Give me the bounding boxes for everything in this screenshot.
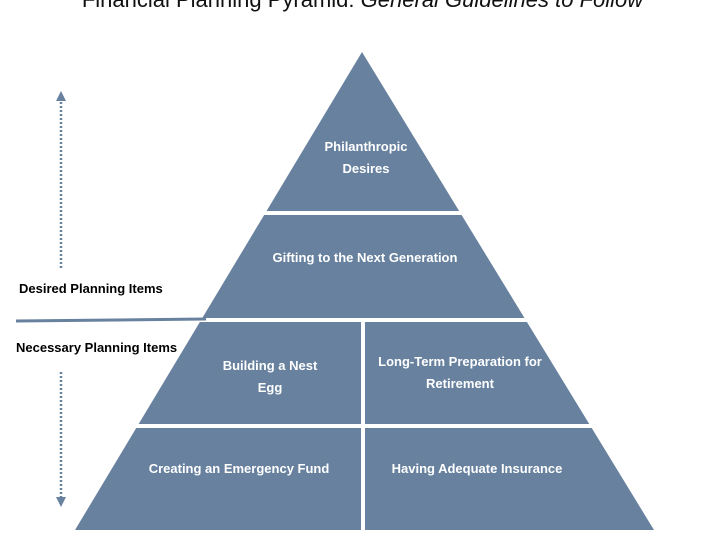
block-philanthropic-desires: Philanthropic Desires: [324, 139, 408, 176]
necessary-planning-label: Necessary Planning Items: [16, 340, 178, 355]
block-gifting: Gifting to the Next Generation: [272, 250, 458, 265]
title-main: Financial Planning Pyramid:: [82, 0, 355, 12]
planning-separator-line: [15, 317, 207, 323]
block-retirement: Long-Term Preparation for Retirement: [378, 354, 542, 391]
block-nest-egg: Building a Nest Egg: [222, 358, 318, 395]
desired-planning-label: Desired Planning Items: [19, 281, 163, 296]
title-italic: General Guidelines to Follow: [361, 0, 643, 12]
diagram-title: Financial Planning Pyramid: General Guid…: [0, 0, 725, 13]
pyramid-shape: [75, 52, 654, 530]
block-emergency-fund: Creating an Emergency Fund: [148, 461, 330, 476]
block-insurance: Having Adequate Insurance: [391, 461, 563, 476]
